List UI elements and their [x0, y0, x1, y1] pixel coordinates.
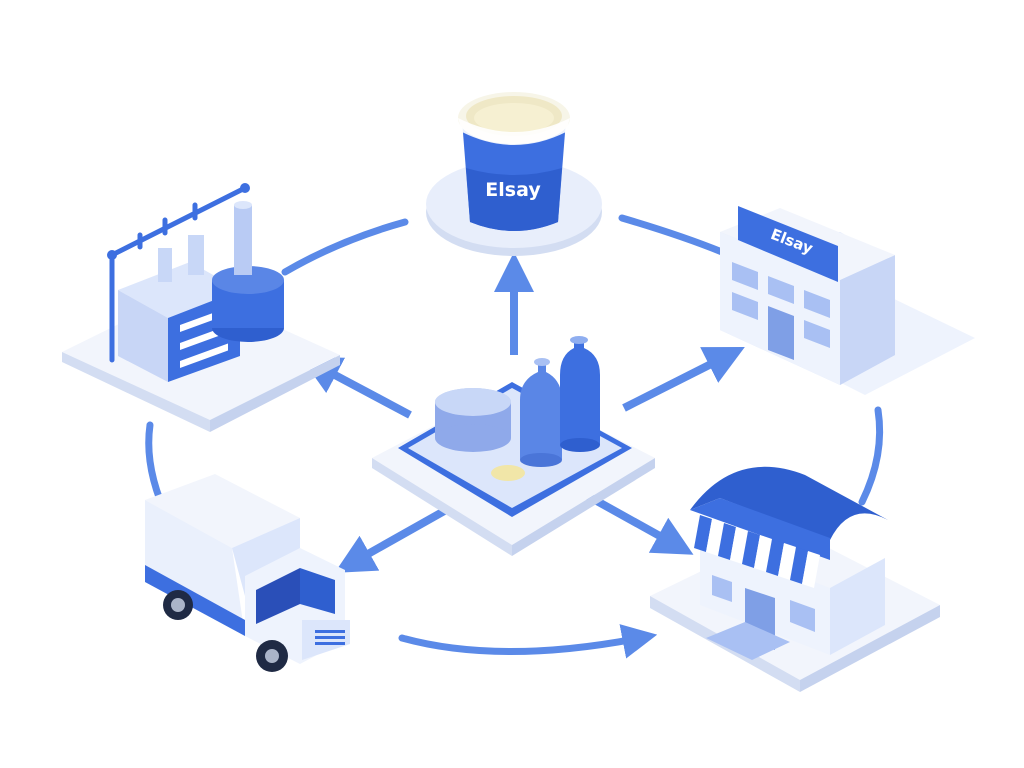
- ring-arc-right: [858, 406, 884, 506]
- ring-arc-bottom: [398, 624, 658, 659]
- arrow-to-truck: [334, 506, 448, 573]
- arrow-to-factory: [300, 356, 412, 419]
- hub-platform: [372, 336, 655, 556]
- building-icon: [720, 206, 895, 385]
- flow-arrows: [300, 252, 745, 573]
- factory-station: [62, 183, 340, 432]
- truck-station: [145, 474, 350, 672]
- arrow-to-shop: [584, 491, 694, 555]
- shop-station: [650, 466, 940, 692]
- yogurt-cup-icon: [458, 92, 570, 231]
- cup-brand-label: Elsay: [485, 179, 541, 201]
- cup-station: Elsay: [426, 92, 602, 256]
- ring-arc-left: [145, 421, 164, 504]
- cycle-ring: [145, 214, 884, 659]
- dairy-products-icon: [435, 336, 600, 481]
- ring-arc-top-right: [618, 214, 726, 256]
- ring-arc-top-left: [281, 218, 409, 276]
- factory-icon: [107, 183, 284, 382]
- shop-icon: [690, 466, 888, 660]
- truck-icon: [145, 474, 350, 672]
- office-station: Elsay: [720, 206, 975, 395]
- arrow-to-office: [622, 346, 745, 412]
